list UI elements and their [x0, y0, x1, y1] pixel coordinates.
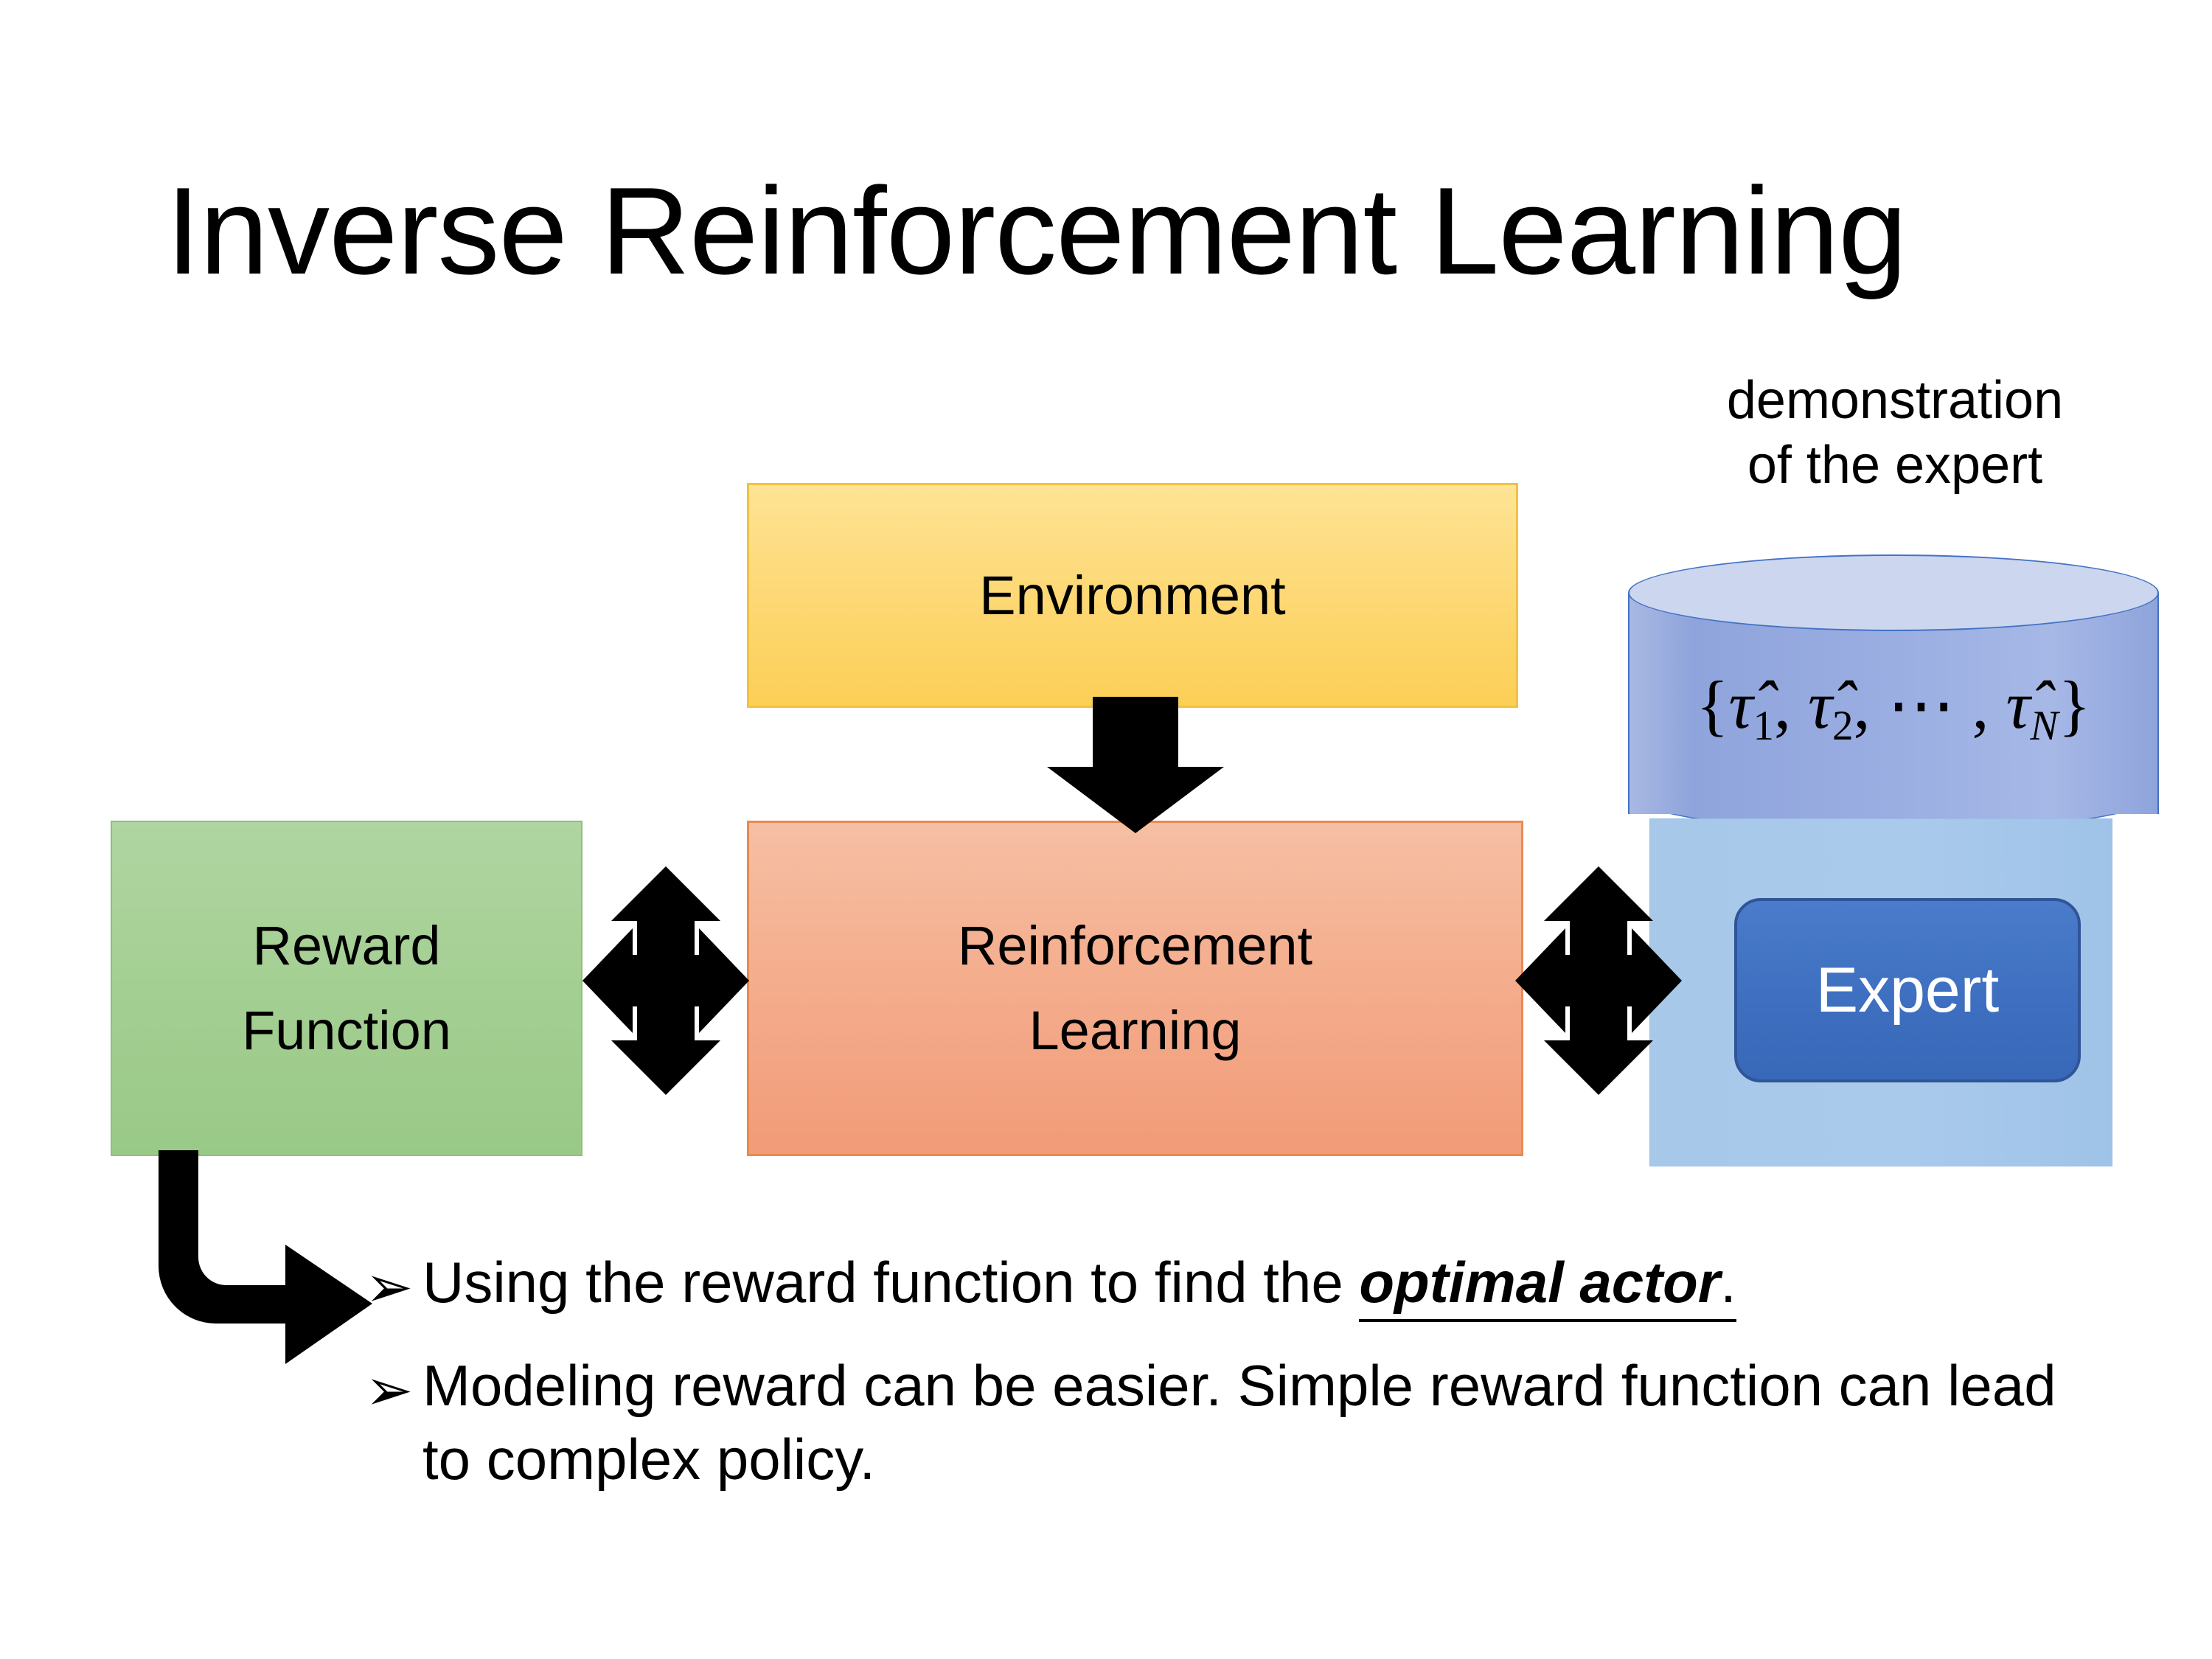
- bullet-list: ➢ Using the reward function to find the …: [365, 1246, 2098, 1521]
- formula-separator-1: ,: [1774, 667, 1808, 742]
- rl-label-line1: Reinforcement: [957, 914, 1313, 976]
- expert-box[interactable]: Expert: [1734, 898, 2081, 1082]
- bullet-item-1-emphasis: optimal actor: [1359, 1250, 1721, 1322]
- demonstration-caption-line1: demonstration: [1726, 371, 2064, 430]
- demonstration-cylinder: {τ̂1, τ̂2, ⋯ , τ̂N}: [1628, 554, 2159, 853]
- formula-tau-1: τ̂: [1728, 667, 1753, 742]
- reinforcement-learning-box[interactable]: Reinforcement Learning: [747, 821, 1523, 1156]
- page-title: Inverse Reinforcement Learning: [166, 161, 1907, 300]
- bullet-item-1-text: Using the reward function to find the op…: [422, 1246, 2098, 1322]
- reward-rl-bidirectional-arrow-icon: [582, 866, 749, 1095]
- formula-subscript-1: 1: [1753, 702, 1774, 749]
- bullet-item-2: ➢ Modeling reward can be easier. Simple …: [365, 1349, 2098, 1497]
- formula-open-brace: {: [1696, 667, 1729, 742]
- bullet-arrow-icon: ➢: [365, 1357, 414, 1422]
- bullet-item-1: ➢ Using the reward function to find the …: [365, 1246, 2098, 1324]
- formula-tau-2: τ̂: [1808, 667, 1832, 742]
- trajectory-set-formula: {τ̂1, τ̂2, ⋯ , τ̂N}: [1628, 665, 2159, 750]
- reward-function-box[interactable]: Reward Function: [111, 821, 582, 1156]
- bullet-item-1-prefix: Using the reward function to find the: [422, 1250, 1360, 1315]
- bullet-item-2-text: Modeling reward can be easier. Simple re…: [422, 1352, 2056, 1492]
- bullet-item-1-suffix: .: [1720, 1250, 1736, 1322]
- reward-to-bullets-arrow-icon: [159, 1150, 372, 1364]
- bullet-arrow-icon: ➢: [365, 1254, 414, 1319]
- reward-label-line2: Function: [242, 999, 451, 1061]
- demonstration-caption: demonstration of the expert: [1615, 369, 2175, 498]
- formula-subscript-2: 2: [1832, 702, 1854, 749]
- demonstration-caption-line2: of the expert: [1747, 435, 2043, 495]
- expert-label: Expert: [1815, 954, 2000, 1026]
- formula-tau-n: τ̂: [2006, 667, 2031, 742]
- environment-to-rl-arrow-icon: [1047, 697, 1224, 833]
- environment-box[interactable]: Environment: [747, 483, 1518, 708]
- rl-label-line2: Learning: [1029, 999, 1242, 1061]
- formula-close-brace: }: [2058, 667, 2091, 742]
- cylinder-top-ellipse: [1628, 554, 2159, 631]
- reward-label-line1: Reward: [252, 914, 441, 976]
- formula-separator-2: , ⋯ ,: [1853, 667, 2006, 742]
- environment-label: Environment: [979, 565, 1286, 626]
- rl-expert-bidirectional-arrow-icon: [1515, 866, 1682, 1095]
- formula-subscript-n: N: [2030, 702, 2059, 749]
